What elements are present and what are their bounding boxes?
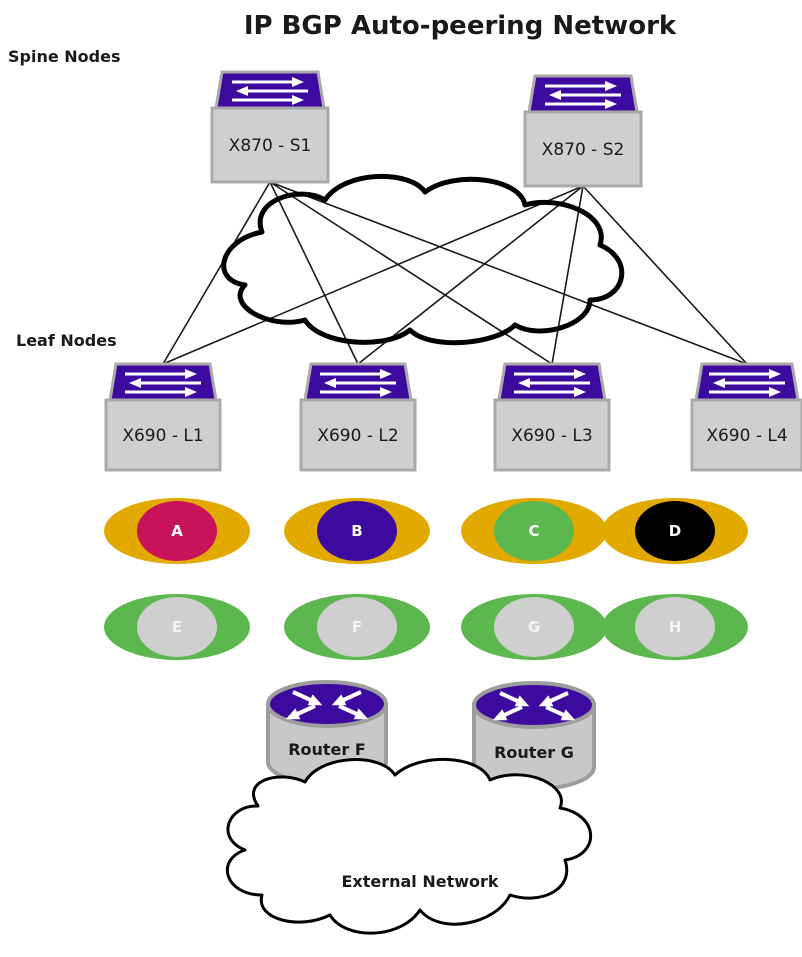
vrf-label: F: [352, 618, 362, 636]
vrf-inner: [494, 597, 574, 657]
vrf-e: E: [104, 594, 250, 660]
router-arrows-icon: [492, 691, 576, 721]
vrf-inner: [635, 501, 715, 561]
vrf-inner: [137, 597, 217, 657]
leaf-switch-l3: X690 - L3: [493, 362, 611, 472]
switch-arrows-icon: [123, 367, 203, 399]
vrf-d: D: [602, 498, 748, 564]
router-top: [266, 680, 388, 728]
vrf-label: B: [351, 522, 362, 540]
switch-body: [299, 398, 417, 472]
diagram-title: IP BGP Auto-peering Network: [244, 11, 677, 41]
vrf-b: B: [284, 498, 430, 564]
external-network-cloud: [226, 757, 593, 935]
links-layer: [162, 181, 748, 365]
vrf-label: E: [172, 618, 182, 636]
vrf-inner: [137, 501, 217, 561]
leaf-switch-l2: X690 - L2: [299, 362, 417, 472]
switches-layer: X870 - S1 X870 - S2 X690 - L1 X690 - L2 X690…: [104, 70, 802, 472]
router-label: Router G: [494, 743, 574, 762]
vrf-label: C: [528, 522, 539, 540]
switch-label: X870 - S1: [229, 136, 312, 156]
router-arrows-icon: [285, 690, 369, 720]
vrf-inner: [635, 597, 715, 657]
fabric-cloud: [221, 174, 625, 346]
link-S2-L4: [582, 185, 748, 365]
vrf-inner: [317, 597, 397, 657]
switch-label: X690 - L3: [511, 426, 592, 446]
router-top: [472, 681, 596, 729]
link-S1-L2: [269, 181, 359, 365]
external-network-label: External Network: [341, 872, 498, 891]
switch-arrows-icon: [512, 367, 592, 399]
vrf-inner: [494, 501, 574, 561]
switch-arrows-icon: [318, 367, 398, 399]
link-S1-L4: [269, 181, 748, 365]
vrf-h: H: [602, 594, 748, 660]
link-S2-L2: [357, 185, 584, 365]
router-label: Router F: [288, 740, 366, 759]
switch-arrows-icon: [543, 79, 623, 111]
vrf-label: A: [171, 522, 183, 540]
switch-label: X690 - L2: [317, 426, 398, 446]
leaf-switch-l4: X690 - L4: [690, 362, 802, 472]
leaf-switch-l1: X690 - L1: [104, 362, 222, 472]
switch-body: [104, 398, 222, 472]
leaf-nodes-heading: Leaf Nodes: [16, 331, 117, 350]
spine-nodes-heading: Spine Nodes: [8, 47, 120, 66]
vrf-label: D: [669, 522, 681, 540]
vrf-a: A: [104, 498, 250, 564]
switch-body: [523, 110, 643, 188]
switch-body: [690, 398, 802, 472]
vrf-label: G: [528, 618, 540, 636]
link-S1-L1: [162, 181, 271, 365]
vrf-inner: [317, 501, 397, 561]
switch-arrows-icon: [230, 75, 310, 107]
switch-body: [210, 106, 330, 184]
router-rg: Router G: [472, 681, 596, 791]
switch-label: X690 - L1: [122, 426, 203, 446]
vrf-f: F: [284, 594, 430, 660]
spine-switch-s1: X870 - S1: [210, 70, 330, 184]
switch-body: [493, 398, 611, 472]
switch-label: X870 - S2: [542, 140, 625, 160]
vrf-c: C: [461, 498, 607, 564]
link-S2-L3: [551, 185, 584, 365]
switch-arrows-icon: [707, 367, 787, 399]
switch-label: X690 - L4: [706, 426, 787, 446]
vrf-layer: A B C D E F G H: [104, 498, 748, 660]
vrf-g: G: [461, 594, 607, 660]
vrf-label: H: [669, 618, 682, 636]
spine-switch-s2: X870 - S2: [523, 74, 643, 188]
link-S2-L1: [162, 185, 584, 365]
